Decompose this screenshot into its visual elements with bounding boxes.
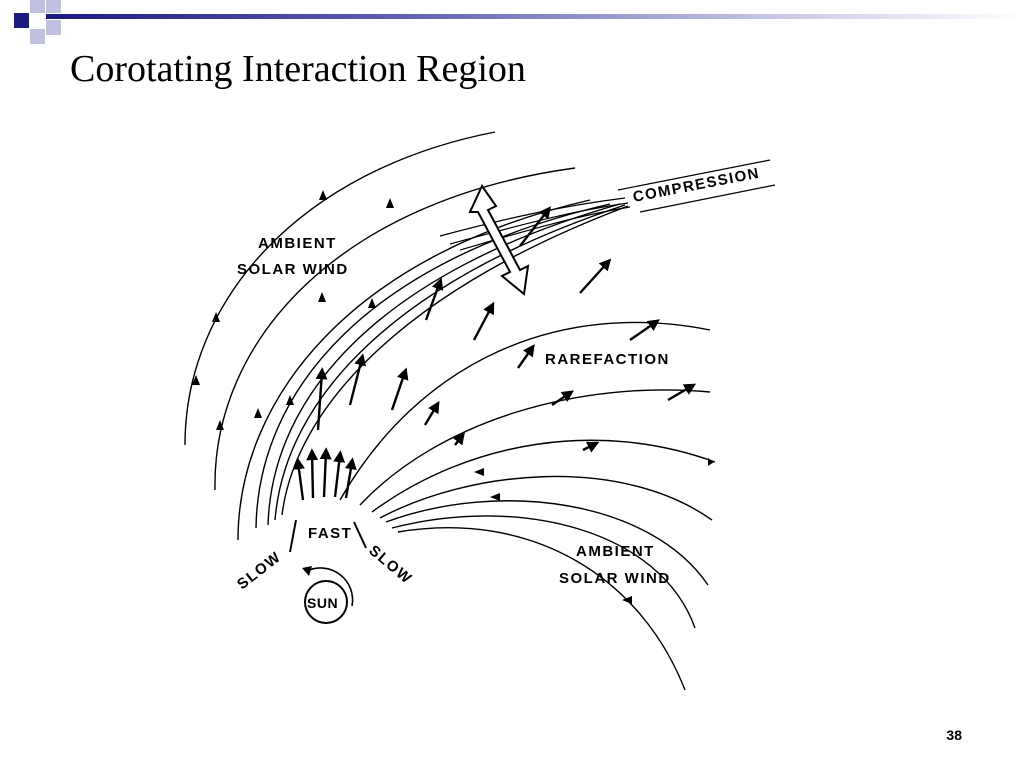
header-bar bbox=[46, 14, 1024, 19]
streamlines-upper bbox=[184, 131, 629, 541]
fast-label: FAST bbox=[308, 525, 352, 542]
ambient-solar-wind-lower-line2: SOLAR WIND bbox=[559, 570, 671, 587]
flow-arrows bbox=[292, 206, 697, 501]
rotation-arrow-icon bbox=[306, 567, 354, 607]
slow-left-label: SLOW bbox=[234, 548, 285, 593]
slide-title: Corotating Interaction Region bbox=[70, 48, 526, 90]
ambient-solar-wind-lower-line1: AMBIENT bbox=[576, 543, 655, 560]
direction-ticks bbox=[192, 190, 714, 604]
ambient-solar-wind-upper-line2: SOLAR WIND bbox=[237, 261, 349, 278]
sun-indicator bbox=[302, 566, 354, 624]
compression-label: COMPRESSION bbox=[632, 165, 762, 206]
page-number: 38 bbox=[946, 727, 962, 743]
corner-square-light bbox=[30, 29, 45, 44]
corner-square-light bbox=[46, 20, 61, 35]
corner-square-dark bbox=[14, 13, 29, 28]
corner-square-light bbox=[46, 0, 61, 13]
ambient-solar-wind-upper-line1: AMBIENT bbox=[258, 235, 337, 252]
compression-region bbox=[439, 159, 776, 251]
double-headed-arrow-icon bbox=[468, 184, 530, 296]
rarefaction-label: RAREFACTION bbox=[545, 351, 670, 368]
rotation-arrowhead bbox=[302, 566, 312, 576]
streamlines-lower bbox=[339, 321, 716, 691]
corner-square-light bbox=[30, 0, 45, 13]
slow-right-label: SLOW bbox=[365, 542, 415, 588]
sun-circle bbox=[304, 580, 348, 624]
fast-slow-dividers bbox=[289, 519, 367, 553]
sun-label: SUN bbox=[307, 595, 338, 611]
